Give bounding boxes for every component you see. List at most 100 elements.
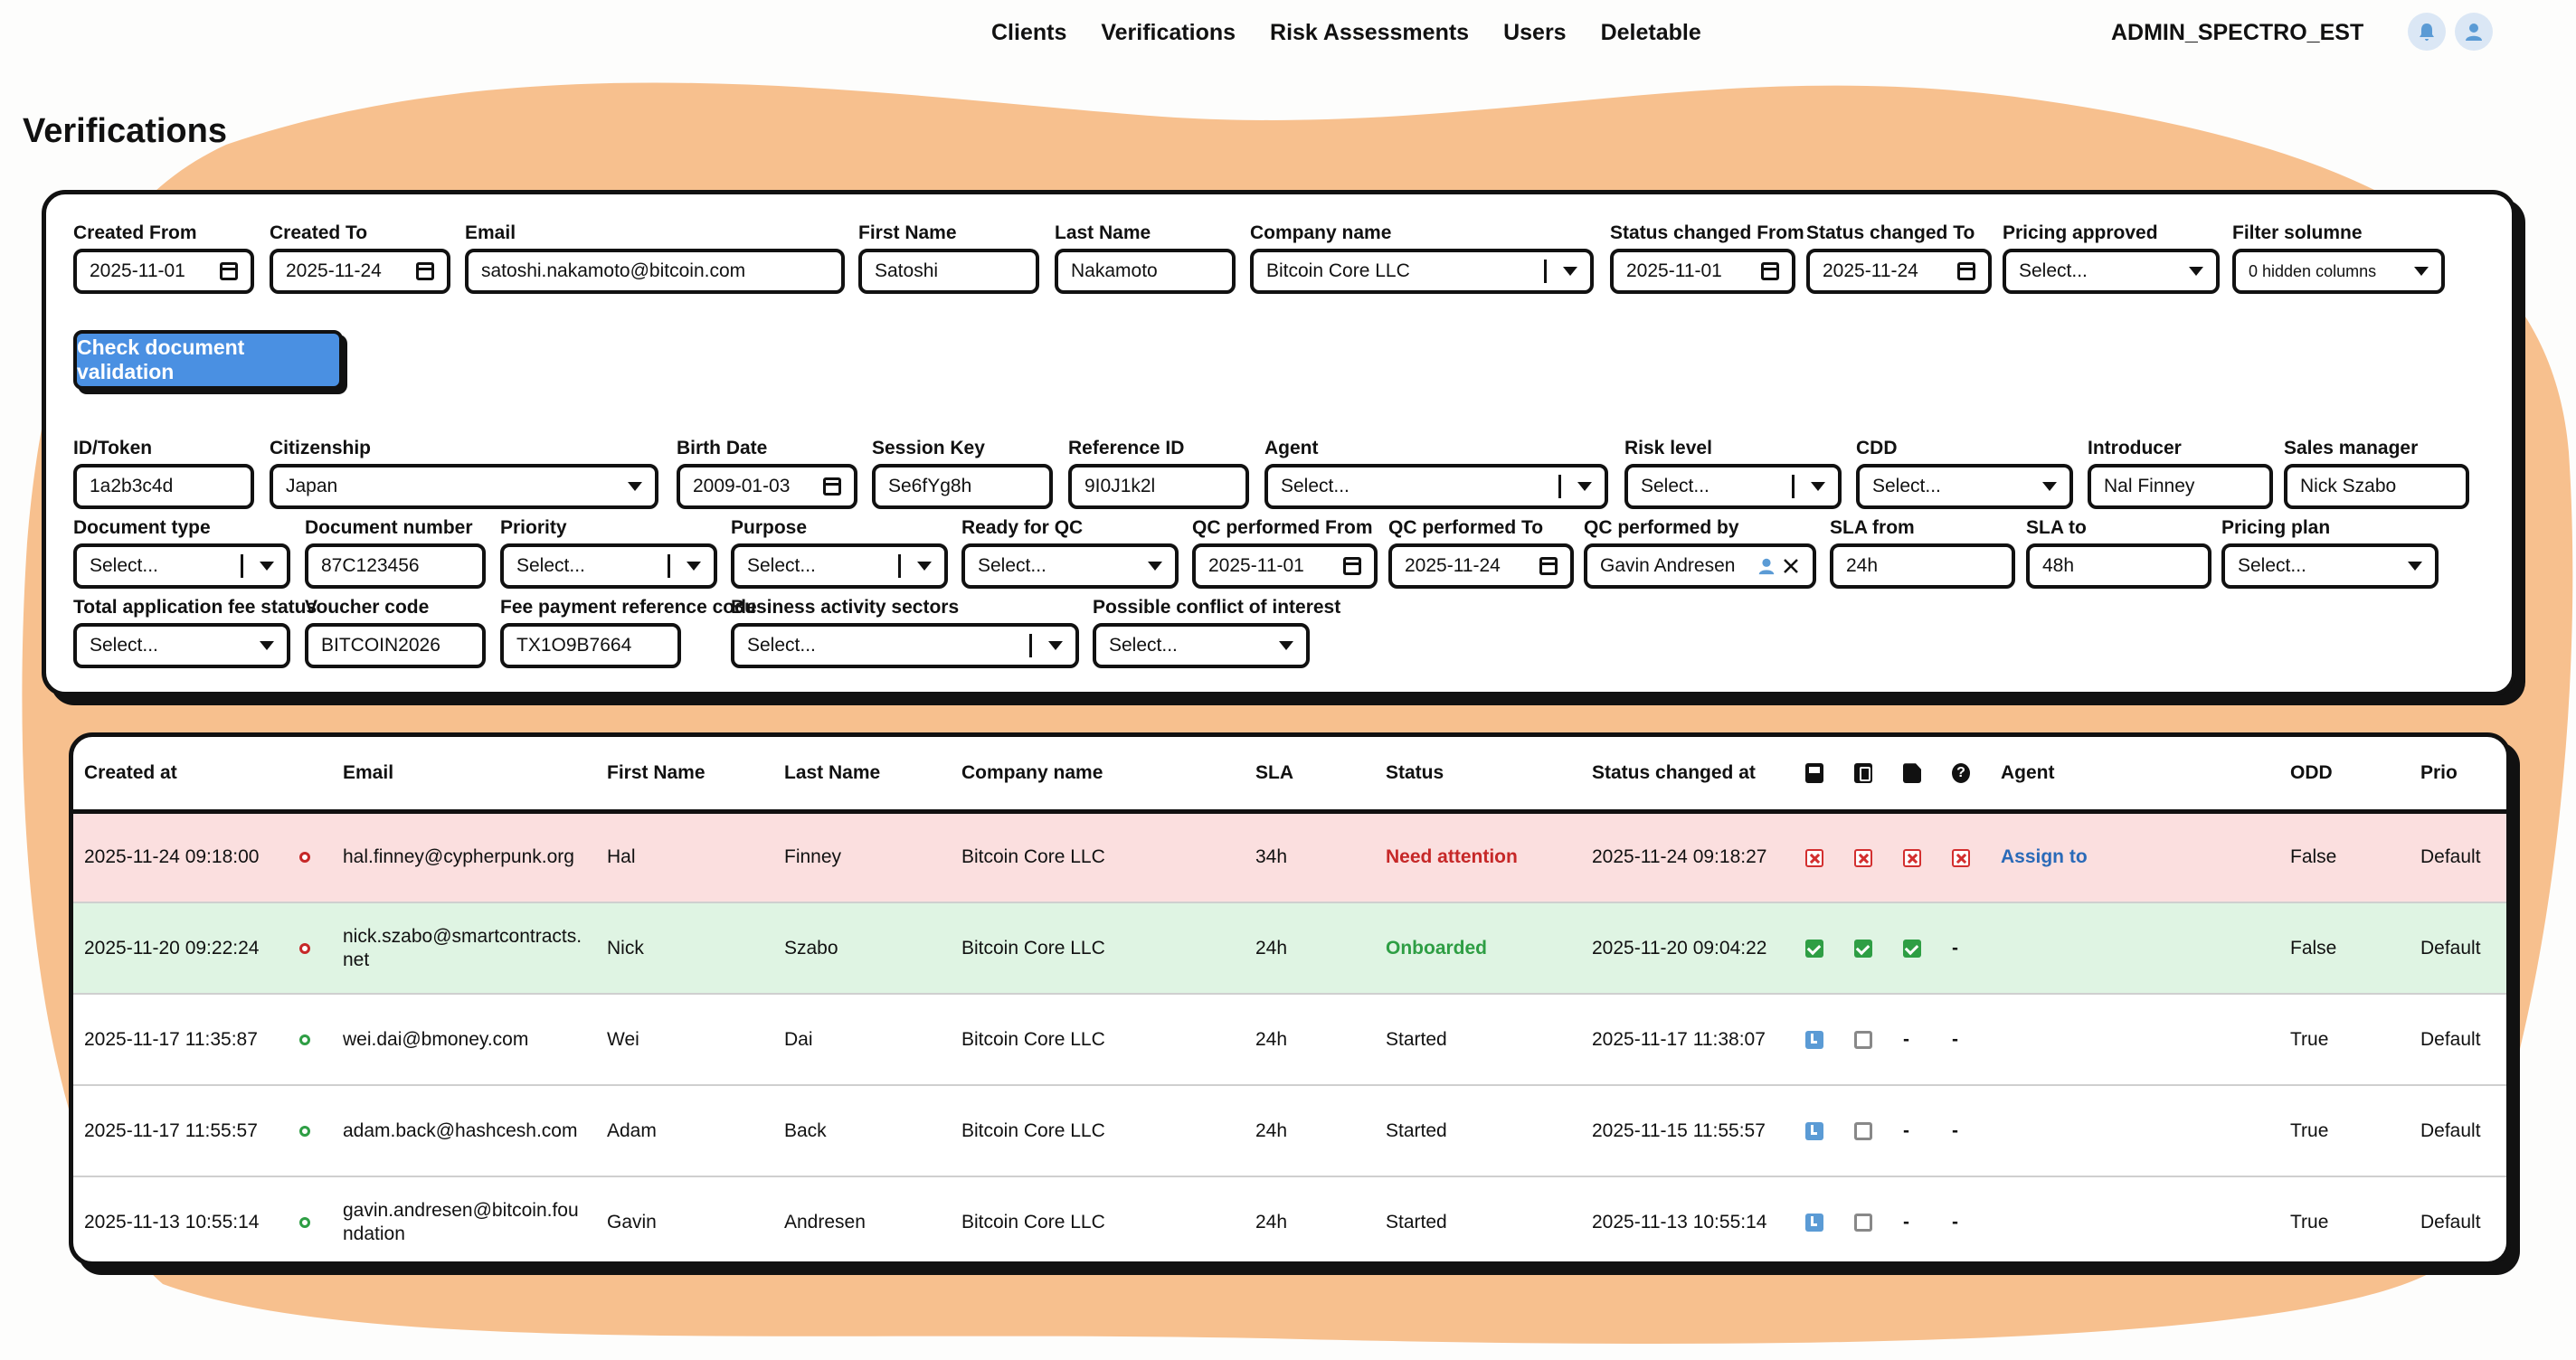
document-type-select[interactable]: Select... <box>73 543 290 589</box>
chevron-down-icon[interactable] <box>2414 267 2429 276</box>
chevron-down-icon[interactable] <box>2042 482 2057 491</box>
chevron-down-icon[interactable] <box>687 562 701 571</box>
table-row[interactable]: 2025-11-17 11:35:87 wei.dai@bmoney.com W… <box>73 994 2506 1085</box>
empty-checkbox-icon[interactable] <box>1854 1213 1872 1232</box>
chevron-down-icon[interactable] <box>1577 482 1592 491</box>
sales-manager-input[interactable]: Nick Szabo <box>2284 464 2469 509</box>
pending-clock-icon[interactable] <box>1805 1121 1823 1140</box>
col-email[interactable]: Email <box>343 761 394 783</box>
table-row[interactable]: 2025-11-20 09:22:24 nick.szabo@smartcont… <box>73 902 2506 994</box>
conflict-interest-select[interactable]: Select... <box>1093 623 1310 668</box>
col-sla[interactable]: SLA <box>1255 761 1293 783</box>
cell-odd: False <box>2290 846 2337 868</box>
rejected-icon[interactable] <box>1854 848 1872 867</box>
chevron-down-icon[interactable] <box>1811 482 1825 491</box>
chevron-down-icon[interactable] <box>628 482 642 491</box>
table-row[interactable]: 2025-11-17 11:55:57 adam.back@hashcesh.c… <box>73 1085 2506 1176</box>
priority-select[interactable]: Select... <box>500 543 717 589</box>
calendar-icon[interactable] <box>1957 262 1975 280</box>
qc-to-input[interactable]: 2025-11-24 <box>1388 543 1574 589</box>
citizenship-select[interactable]: Japan <box>270 464 658 509</box>
assign-to-link[interactable]: Assign to <box>2001 846 2088 868</box>
purpose-select[interactable]: Select... <box>731 543 948 589</box>
first-name-input[interactable]: Satoshi <box>858 249 1039 294</box>
chevron-down-icon[interactable] <box>1563 267 1577 276</box>
cell-first-name: Gavin <box>607 1211 657 1232</box>
status-changed-to-input[interactable]: 2025-11-24 <box>1806 249 1992 294</box>
chevron-down-icon[interactable] <box>2408 562 2422 571</box>
user-profile-icon[interactable] <box>2455 13 2493 51</box>
rejected-icon[interactable] <box>1903 848 1921 867</box>
email-input[interactable]: satoshi.nakamoto@bitcoin.com <box>465 249 845 294</box>
rejected-icon[interactable] <box>1805 848 1823 867</box>
created-from-field: Created From 2025-11-01 <box>73 222 254 294</box>
approved-icon[interactable] <box>1805 939 1823 958</box>
col-prio[interactable]: Prio <box>2420 761 2458 783</box>
calendar-icon[interactable] <box>416 262 434 280</box>
chevron-down-icon[interactable] <box>260 641 274 650</box>
created-from-input[interactable]: 2025-11-01 <box>73 249 254 294</box>
nav-link-risk-assessments[interactable]: Risk Assessments <box>1270 20 1470 45</box>
approved-icon[interactable] <box>1903 939 1921 958</box>
pending-clock-icon[interactable] <box>1805 1030 1823 1049</box>
calendar-icon[interactable] <box>823 477 841 496</box>
col-company-name[interactable]: Company name <box>961 761 1103 783</box>
voucher-code-input[interactable]: BITCOIN2026 <box>305 623 486 668</box>
col-created-at[interactable]: Created at <box>84 761 177 783</box>
session-key-input[interactable]: Se6fYg8h <box>872 464 1053 509</box>
birth-date-input[interactable]: 2009-01-03 <box>677 464 857 509</box>
chevron-down-icon[interactable] <box>2189 267 2203 276</box>
id-token-input[interactable]: 1a2b3c4d <box>73 464 254 509</box>
ready-for-qc-select[interactable]: Select... <box>961 543 1179 589</box>
chevron-down-icon[interactable] <box>1048 641 1063 650</box>
chevron-down-icon[interactable] <box>1279 641 1293 650</box>
col-status-changed-at[interactable]: Status changed at <box>1592 761 1756 783</box>
fee-ref-input[interactable]: TX1O9B7664 <box>500 623 681 668</box>
col-last-name[interactable]: Last Name <box>784 761 881 783</box>
filter-columns-select[interactable]: 0 hidden columns <box>2232 249 2445 294</box>
nav-link-clients[interactable]: Clients <box>991 20 1067 45</box>
col-first-name[interactable]: First Name <box>607 761 706 783</box>
check-document-validation-button[interactable]: Check document validation <box>73 330 343 390</box>
business-sectors-select[interactable]: Select... <box>731 623 1079 668</box>
status-changed-from-input[interactable]: 2025-11-01 <box>1610 249 1795 294</box>
fee-status-select[interactable]: Select... <box>73 623 290 668</box>
calendar-icon[interactable] <box>1343 557 1361 575</box>
pricing-approved-select[interactable]: Select... <box>2003 249 2220 294</box>
notifications-bell-icon[interactable] <box>2408 13 2446 51</box>
empty-checkbox-icon[interactable] <box>1854 1030 1872 1049</box>
sla-to-input[interactable]: 48h <box>2026 543 2211 589</box>
qc-by-select[interactable]: Gavin Andresen <box>1584 543 1816 589</box>
col-odd[interactable]: ODD <box>2290 761 2333 783</box>
calendar-icon[interactable] <box>1761 262 1779 280</box>
nav-link-verifications[interactable]: Verifications <box>1101 20 1236 45</box>
introducer-input[interactable]: Nal Finney <box>2088 464 2273 509</box>
chevron-down-icon[interactable] <box>260 562 274 571</box>
nav-link-deletable[interactable]: Deletable <box>1600 20 1701 45</box>
clear-icon[interactable] <box>1782 557 1800 575</box>
pending-clock-icon[interactable] <box>1805 1213 1823 1232</box>
chevron-down-icon[interactable] <box>1148 562 1162 571</box>
table-row[interactable]: 2025-11-24 09:18:00 hal.finney@cypherpun… <box>73 811 2506 902</box>
cdd-select[interactable]: Select... <box>1856 464 2073 509</box>
col-status[interactable]: Status <box>1386 761 1444 783</box>
reference-id-input[interactable]: 9I0J1k2l <box>1068 464 1249 509</box>
table-row[interactable]: 2025-11-13 10:55:14 gavin.andresen@bitco… <box>73 1176 2506 1261</box>
document-number-input[interactable]: 87C123456 <box>305 543 486 589</box>
calendar-icon[interactable] <box>1539 557 1558 575</box>
agent-select[interactable]: Select... <box>1264 464 1608 509</box>
nav-link-users[interactable]: Users <box>1503 20 1567 45</box>
last-name-input[interactable]: Nakamoto <box>1055 249 1236 294</box>
pricing-plan-select[interactable]: Select... <box>2221 543 2439 589</box>
company-name-select[interactable]: Bitcoin Core LLC <box>1250 249 1594 294</box>
risk-level-select[interactable]: Select... <box>1624 464 1842 509</box>
col-agent[interactable]: Agent <box>2001 761 2055 783</box>
chevron-down-icon[interactable] <box>917 562 932 571</box>
created-to-input[interactable]: 2025-11-24 <box>270 249 450 294</box>
rejected-icon[interactable] <box>1952 848 1970 867</box>
calendar-icon[interactable] <box>220 262 238 280</box>
empty-checkbox-icon[interactable] <box>1854 1121 1872 1140</box>
sla-from-input[interactable]: 24h <box>1830 543 2015 589</box>
approved-icon[interactable] <box>1854 939 1872 958</box>
qc-from-input[interactable]: 2025-11-01 <box>1192 543 1378 589</box>
